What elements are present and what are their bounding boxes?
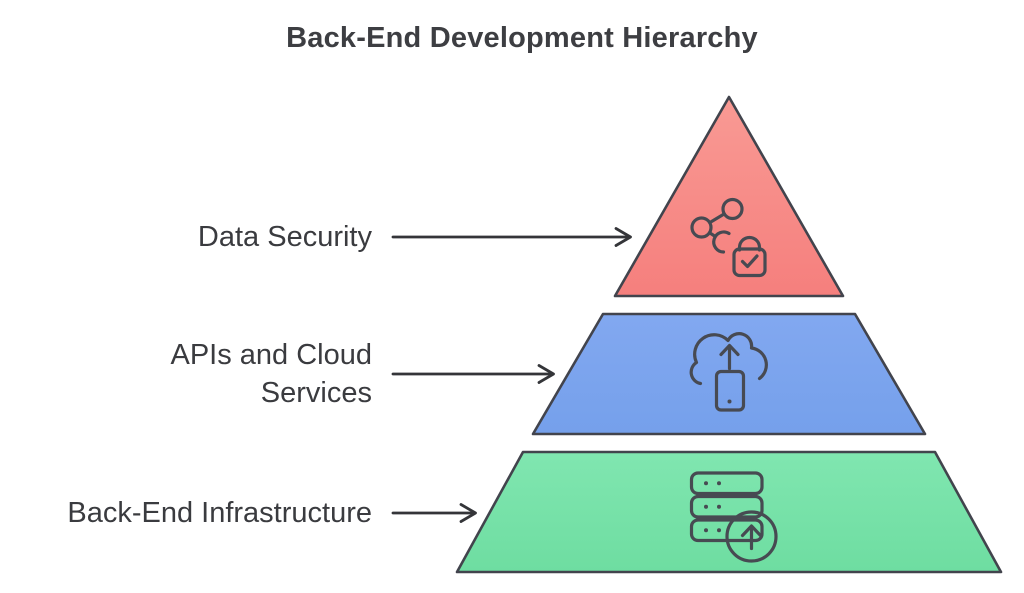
level-label-backend-infrastructure: Back-End Infrastructure <box>67 497 372 529</box>
level-label-apis-cloud-services: APIs and Cloud Services <box>170 339 372 409</box>
pyramid-tier-data-security <box>613 95 845 298</box>
diagram-title: Back-End Development Hierarchy <box>286 22 758 54</box>
pyramid-tier-apis-cloud-services <box>531 312 927 436</box>
pyramid-tier-backend-infrastructure <box>455 450 1003 574</box>
arrow-apis-cloud-services <box>391 364 555 384</box>
arrow-data-security <box>391 227 632 247</box>
cloud-upload-icon <box>689 332 768 412</box>
share-lock-icon <box>690 197 767 278</box>
arrow-backend-infrastructure <box>391 503 477 523</box>
level-label-data-security: Data Security <box>197 221 372 253</box>
server-upload-icon <box>689 471 778 563</box>
